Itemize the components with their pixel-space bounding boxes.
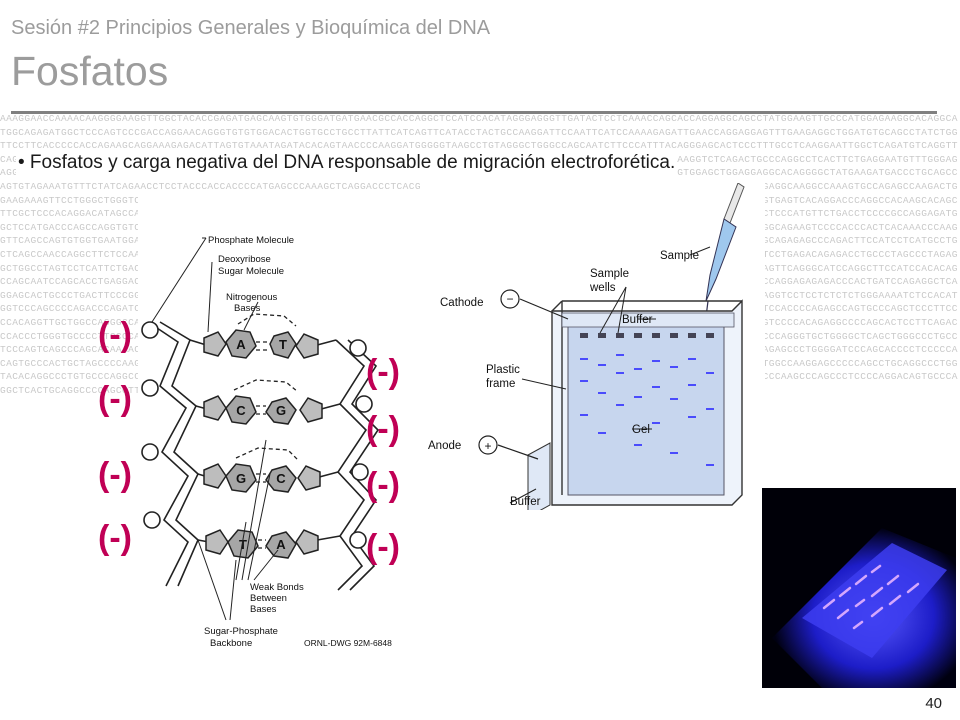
label-plastic-2: frame <box>486 378 515 390</box>
base-t2: T <box>239 537 247 552</box>
label-gel: Gel <box>632 424 650 436</box>
label-sample: Sample <box>660 250 699 262</box>
base-a1: A <box>236 337 246 352</box>
base-a2: A <box>276 537 286 552</box>
charge-marker-right-1: (-) <box>366 353 400 391</box>
page-number: 40 <box>925 695 942 712</box>
label-nitrogenous-2: Bases <box>234 303 261 314</box>
label-cathode: Cathode <box>440 297 483 309</box>
figure-credit: ORNL-DWG 92M-6848 <box>304 638 392 648</box>
label-weak-1: Weak Bonds <box>250 582 304 593</box>
base-t1: T <box>279 337 287 352</box>
label-nitrogenous-1: Nitrogenous <box>226 292 277 303</box>
label-backbone-1: Sugar-Phosphate <box>204 626 278 637</box>
gel-electrophoresis-figure: − + Sample Sample wells Cathode Buffer P… <box>420 182 765 518</box>
cathode-sign: − <box>506 292 513 306</box>
base-c2: C <box>276 471 286 486</box>
base-g1: G <box>276 403 286 418</box>
page-title: Fosfatos <box>11 48 169 94</box>
label-phosphate: Phosphate Molecule <box>208 235 294 246</box>
charge-marker-right-2: (-) <box>366 410 400 448</box>
charge-marker-left-4: (-) <box>98 519 132 557</box>
anode-sign: + <box>484 439 491 453</box>
base-g2: G <box>236 471 246 486</box>
uv-gel-photo <box>762 488 956 688</box>
bullet-point: • Fosfatos y carga negativa del DNA resp… <box>16 150 678 177</box>
label-weak-2: Between <box>250 593 287 604</box>
label-buffer-top: Buffer <box>622 314 653 326</box>
charge-marker-left-3: (-) <box>98 456 132 494</box>
gel-apparatus-drawing: − + Sample Sample wells Cathode Buffer P… <box>428 182 745 518</box>
label-deoxyribose-1: Deoxyribose <box>218 254 271 265</box>
label-anode: Anode <box>428 440 461 452</box>
base-c1: C <box>236 403 246 418</box>
charge-marker-left-1: (-) <box>98 316 132 354</box>
charge-marker-left-2: (-) <box>98 380 132 418</box>
label-plastic-1: Plastic <box>486 364 520 376</box>
charge-marker-right-4: (-) <box>366 528 400 566</box>
label-buffer-bottom: Buffer <box>510 496 541 508</box>
label-deoxyribose-2: Sugar Molecule <box>218 266 284 277</box>
dna-helix-figure: A T C G G C T A Phosphate Molecule Deoxy… <box>138 190 428 652</box>
session-subtitle: Sesión #2 Principios Generales y Bioquím… <box>11 17 491 39</box>
label-weak-3: Bases <box>250 604 277 615</box>
dna-helix-drawing: A T C G G C T A Phosphate Molecule Deoxy… <box>141 235 392 649</box>
label-backbone-2: Backbone <box>210 638 252 649</box>
charge-marker-right-3: (-) <box>366 466 400 504</box>
title-divider <box>11 111 937 114</box>
label-sample-wells-1: Sample <box>590 268 629 280</box>
uv-gel-image <box>762 488 956 688</box>
label-sample-wells-2: wells <box>589 282 616 294</box>
